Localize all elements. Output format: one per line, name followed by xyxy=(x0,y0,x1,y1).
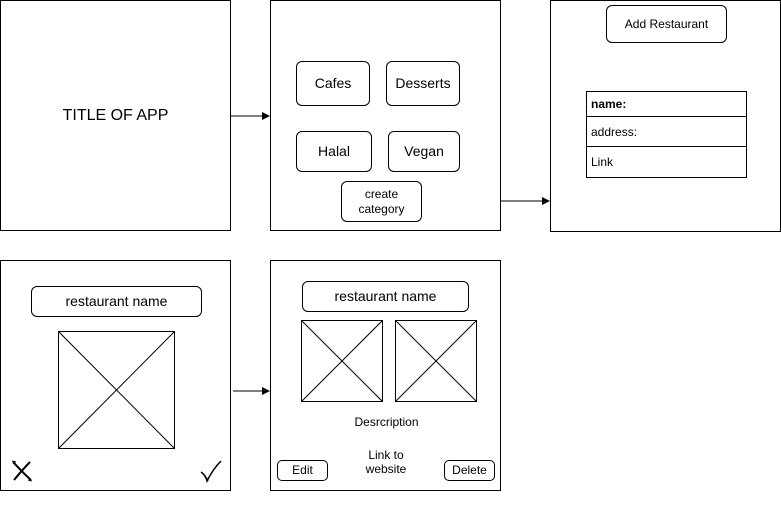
category-button-vegan[interactable]: Vegan xyxy=(388,131,460,172)
link-field[interactable]: Link xyxy=(587,147,746,177)
website-link[interactable]: Link to website xyxy=(365,448,407,476)
name-field-label: name: xyxy=(591,97,627,111)
app-title: TITLE OF APP xyxy=(62,107,169,124)
image-placeholder-right xyxy=(395,320,477,402)
image-placeholder xyxy=(58,331,175,449)
restaurant-name-box: restaurant name xyxy=(31,286,202,317)
screen-title: TITLE OF APP xyxy=(0,0,231,231)
category-button-desserts[interactable]: Desserts xyxy=(386,61,460,106)
delete-button[interactable]: Delete xyxy=(444,460,495,481)
category-button-halal[interactable]: Halal xyxy=(296,131,372,172)
x-icon[interactable] xyxy=(10,459,34,483)
restaurant-name-box: restaurant name xyxy=(302,281,469,312)
address-field-label: address: xyxy=(591,124,638,139)
link-field-label: Link xyxy=(591,155,614,169)
create-category-button[interactable]: create category xyxy=(341,181,422,222)
restaurant-form: name: address: Link xyxy=(586,91,747,178)
address-field[interactable]: address: xyxy=(587,117,746,147)
screen-swipe-restaurant: restaurant name xyxy=(0,260,231,491)
description-text: Desrcription xyxy=(354,415,419,429)
name-field[interactable]: name: xyxy=(587,92,746,117)
edit-button[interactable]: Edit xyxy=(277,460,328,481)
category-button-cafes[interactable]: Cafes xyxy=(296,61,370,106)
checkmark-icon[interactable] xyxy=(199,459,223,483)
add-restaurant-button[interactable]: Add Restaurant xyxy=(606,5,727,43)
screen-add-restaurant: Add Restaurant name: address: Link xyxy=(550,0,781,232)
image-placeholder-left xyxy=(301,320,383,402)
screen-restaurant-details: restaurant name Desrcription Link to web… xyxy=(270,260,501,491)
screen-categories: Cafes Desserts Halal Vegan create catego… xyxy=(270,0,501,231)
